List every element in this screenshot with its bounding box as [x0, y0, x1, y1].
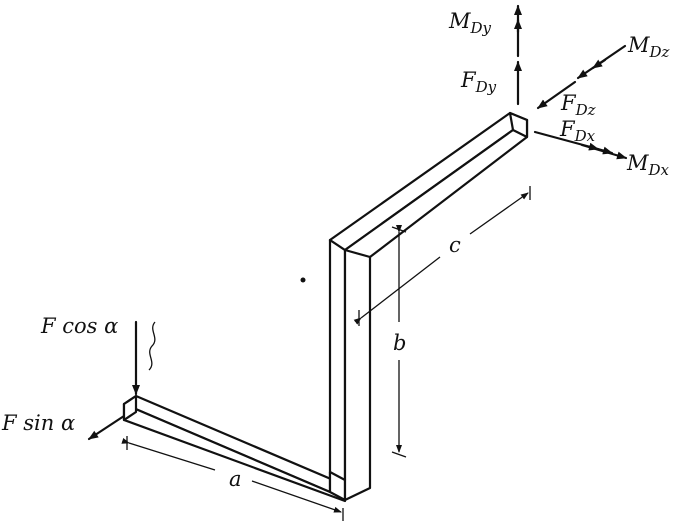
dim-c-label: c [449, 233, 461, 257]
f-sin-label: F sin α [1, 411, 75, 435]
bent-bar [122, 111, 529, 503]
m-dz-label: MDz [627, 33, 670, 61]
dimension-b: b [391, 225, 406, 458]
f-dz-label: FDz [560, 91, 596, 119]
f-dx-label: FDx [559, 117, 596, 145]
dimension-a: a [121, 436, 344, 521]
segment-c-front-face [343, 118, 529, 259]
dim-b-label: b [393, 331, 406, 355]
m-dy-label: MDy [448, 9, 492, 37]
f-dy-label: FDy [460, 68, 497, 96]
f-sin-arrow [87, 414, 126, 441]
f-dz-arrow [536, 80, 577, 110]
reactions-at-d: MDy FDy MDz FDz FDx MDx [448, 4, 670, 179]
reference-dot [300, 277, 306, 283]
dimension-c: c [353, 186, 531, 326]
segment-c-top-face [328, 111, 529, 252]
f-cos-label: F cos α [40, 314, 118, 338]
section-break-icon [148, 321, 156, 371]
dim-a-label: a [229, 467, 242, 491]
segment-b-side-face [343, 243, 372, 502]
m-dx-label: MDx [626, 151, 670, 179]
applied-loads: F cos α F sin α [1, 314, 156, 441]
end-cap-d [508, 111, 529, 139]
end-cap-load [122, 394, 138, 422]
segment-b-front-face [328, 238, 347, 502]
